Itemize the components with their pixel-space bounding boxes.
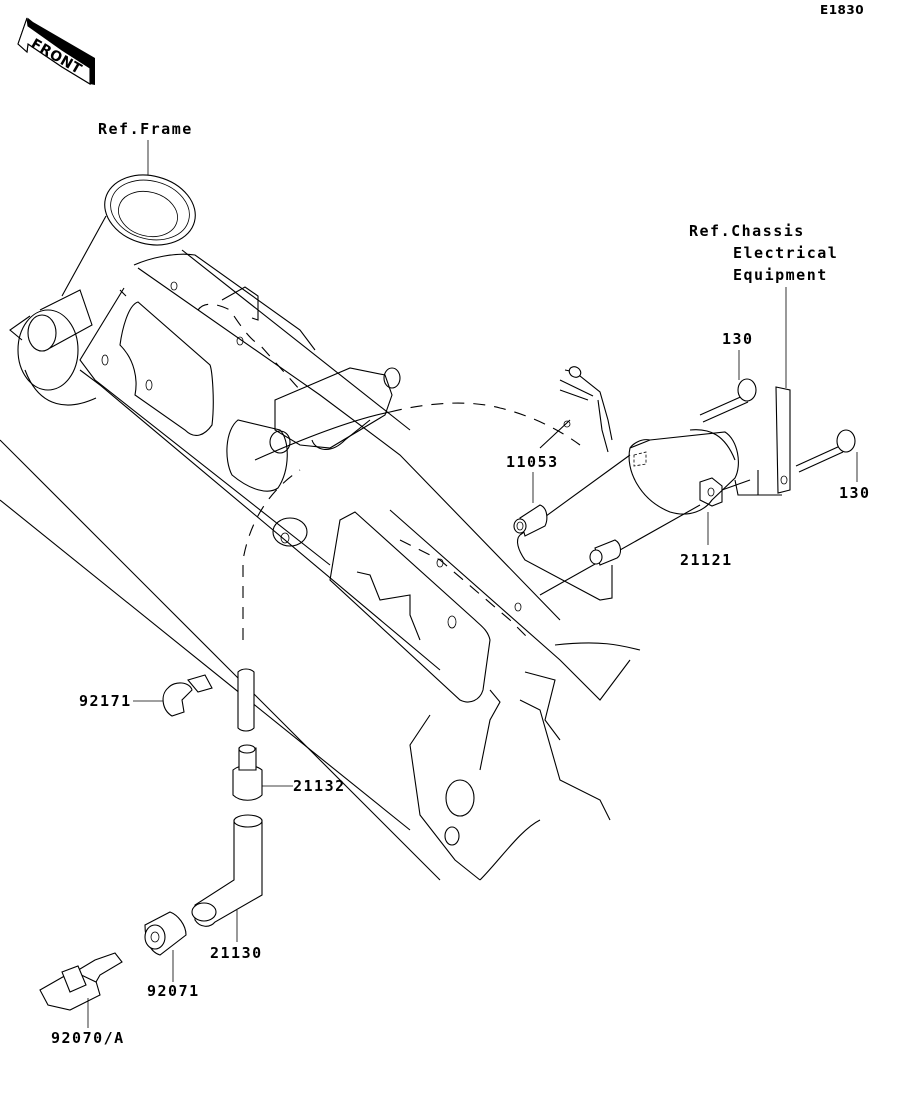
- part-label-21132: 21132: [293, 777, 346, 795]
- plug-cap-21130-icon: [191, 814, 263, 942]
- part-label-130-upper: 130: [722, 330, 754, 348]
- bolt-lower-icon: [795, 429, 858, 482]
- grommet-92071-icon: [144, 911, 187, 982]
- clamp-92171-icon: [133, 674, 213, 717]
- frame-drawing: [0, 174, 641, 881]
- part-label-92171: 92171: [79, 692, 132, 710]
- ref-chassis-label-line2: Electrical: [733, 244, 839, 262]
- diagram-code: E1830: [820, 3, 865, 17]
- ref-chassis-label-line1: Ref.Chassis: [689, 222, 805, 240]
- part-label-21130: 21130: [210, 944, 263, 962]
- front-arrow-icon: [17, 17, 95, 85]
- part-label-92070a: 92070/A: [51, 1029, 125, 1047]
- bracket-11053-drawing: [513, 472, 622, 601]
- part-label-92071: 92071: [147, 982, 200, 1000]
- cap-21132-icon: [232, 744, 293, 801]
- part-label-11053: 11053: [506, 453, 559, 471]
- part-label-130-lower: 130: [839, 484, 871, 502]
- part-label-21121: 21121: [680, 551, 733, 569]
- ref-frame-label: Ref.Frame: [98, 120, 193, 138]
- ref-chassis-label-line3: Equipment: [733, 266, 828, 284]
- ignition-lead-icon: [237, 668, 255, 732]
- bolt-upper-icon: [699, 350, 757, 423]
- spark-plug-icon: [39, 952, 123, 1028]
- ground-strap-icon: [775, 287, 791, 494]
